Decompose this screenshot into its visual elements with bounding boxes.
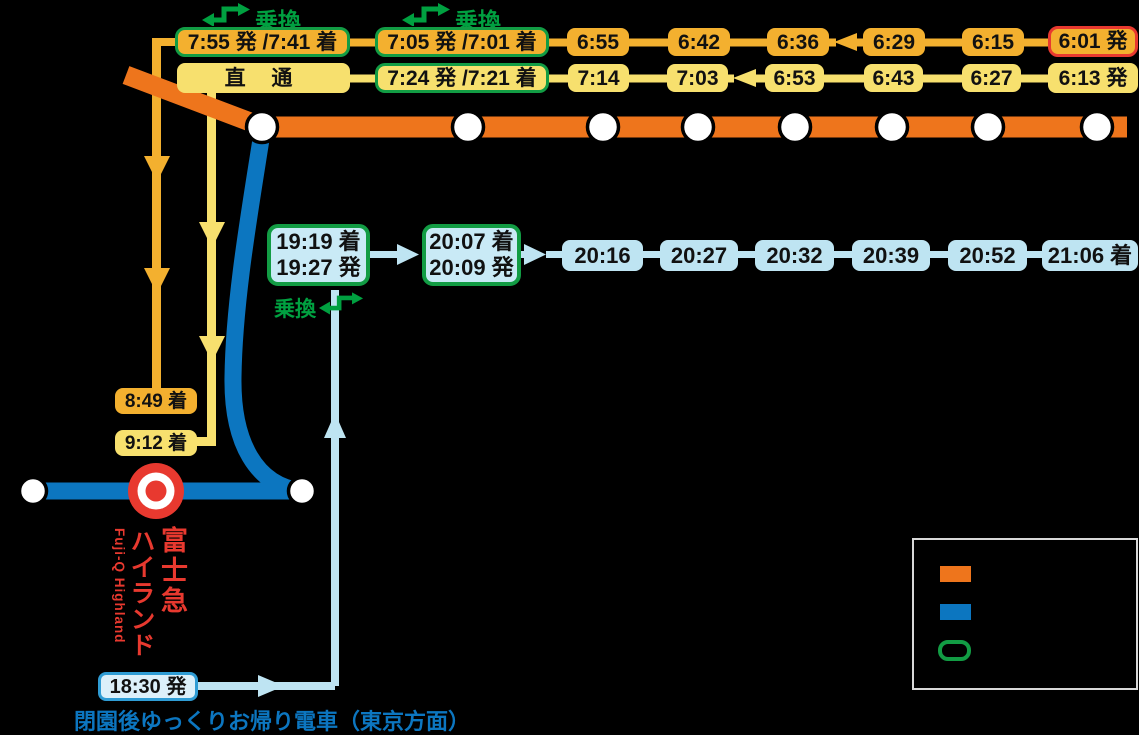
- up-arrow-icon: [324, 413, 346, 438]
- station-name-ja: 富士急: [157, 526, 187, 616]
- station-name-en: Fuji-Q Highland: [112, 528, 127, 644]
- legend-transfer-box-swatch: [938, 640, 971, 661]
- return-route-line: [198, 244, 1042, 697]
- transfer-time-box: 7:05 発 /7:01 着: [375, 27, 549, 57]
- station-name-ja: ハイランド: [127, 528, 155, 658]
- origin-time-box: 6:13 発: [1048, 63, 1138, 93]
- departure-time-box: 18:30 発: [98, 672, 198, 701]
- down-arrow-icon: [199, 336, 225, 362]
- stop-time-box: 6:36: [767, 28, 829, 56]
- down-arrow-icon: [144, 268, 170, 294]
- station-circle: [1079, 109, 1115, 145]
- stop-time-box: 6:15: [962, 28, 1024, 56]
- down-arrow-icon: [144, 156, 170, 182]
- terminal-time-box: 21:06 着: [1042, 240, 1138, 271]
- row2-connectors: [350, 69, 1048, 87]
- stop-time-box: 20:27: [660, 240, 738, 271]
- station-circle: [680, 109, 716, 145]
- departure-time: 19:27 発: [276, 255, 361, 280]
- right-arrow-icon: [397, 244, 419, 265]
- transfer-icon: [402, 3, 450, 26]
- station-circle: [970, 109, 1006, 145]
- transfer-icon: [202, 3, 250, 26]
- transfer-icon: [318, 292, 364, 315]
- stop-time-box: 6:42: [668, 28, 730, 56]
- direct-service-box: 直 通: [177, 63, 350, 93]
- express-route-line: [144, 38, 178, 390]
- station-circle: [450, 109, 486, 145]
- arrival-time-box: 9:12 着: [115, 430, 197, 456]
- arrival-time-box: 8:49 着: [115, 388, 197, 414]
- origin-time-box: 6:01 発: [1048, 26, 1138, 57]
- stop-time-box: 6:53: [765, 64, 824, 92]
- right-arrow-icon: [258, 675, 284, 697]
- left-arrow-icon: [733, 69, 756, 87]
- stop-time-box: 7:03: [667, 64, 728, 92]
- stop-time-box: 20:52: [948, 240, 1027, 271]
- station-circle: [244, 109, 280, 145]
- fujiq-target-circle: [128, 463, 184, 519]
- transfer-time-box: 7:24 発 /7:21 着: [375, 63, 549, 93]
- row1-connectors: [350, 33, 1048, 51]
- legend-orange-line-swatch: [940, 566, 971, 582]
- legend-box: [912, 538, 1138, 690]
- transfer-label: 乗換: [274, 298, 316, 321]
- direct-route-line: [196, 92, 225, 446]
- down-arrow-icon: [199, 222, 225, 248]
- orange-line-stations: [244, 109, 1115, 145]
- caption-text: 閉園後ゆっくりお帰り電車（東京方面）: [74, 709, 471, 734]
- station-circle: [874, 109, 910, 145]
- departure-time: 20:09 発: [429, 255, 514, 280]
- station-circle: [777, 109, 813, 145]
- transfer-time-box: 7:55 発 /7:41 着: [175, 27, 350, 57]
- legend-blue-line-swatch: [940, 604, 971, 620]
- right-arrow-icon: [524, 244, 546, 265]
- blue-line-stations: [17, 463, 318, 519]
- transfer-time-box: 20:07 着 20:09 発: [422, 224, 521, 286]
- stop-time-box: 6:29: [863, 28, 925, 56]
- station-circle: [585, 109, 621, 145]
- stop-time-box: 6:55: [567, 28, 629, 56]
- stop-time-box: 7:14: [568, 64, 629, 92]
- stop-time-box: 6:43: [864, 64, 923, 92]
- stop-time-box: 20:39: [852, 240, 930, 271]
- left-arrow-icon: [834, 33, 857, 51]
- station-circle: [286, 475, 318, 507]
- station-circle: [17, 475, 49, 507]
- stop-time-box: 6:27: [962, 64, 1021, 92]
- stop-time-box: 20:32: [755, 240, 834, 271]
- transfer-time-box: 19:19 着 19:27 発: [267, 224, 370, 286]
- arrival-time: 20:07 着: [429, 229, 514, 254]
- arrival-time: 19:19 着: [276, 229, 361, 254]
- stop-time-box: 20:16: [562, 240, 643, 271]
